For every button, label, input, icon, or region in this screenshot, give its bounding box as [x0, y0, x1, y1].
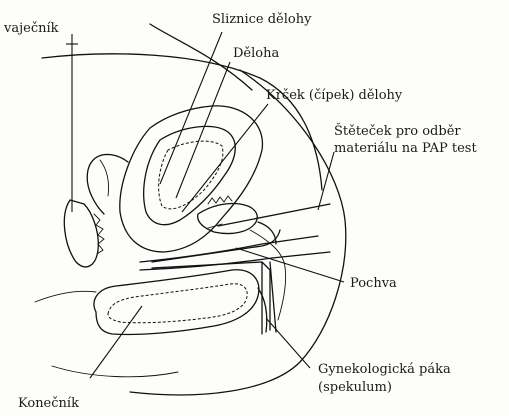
leader-speculum	[266, 318, 310, 368]
bottom-contour	[52, 366, 178, 377]
label-uterus: Děloha	[233, 46, 279, 61]
speculum-handle	[262, 262, 276, 334]
speculum-upper-blade	[152, 230, 280, 262]
label-pap-brush-line2: materiálu na PAP test	[334, 141, 477, 156]
vaginal-wall-upper	[140, 236, 318, 262]
label-pap-brush-line1: Štěteček pro odběr	[334, 124, 461, 139]
label-rectum: Konečník	[18, 396, 79, 411]
uterus-inner-cavity	[144, 126, 236, 224]
label-speculum-line2: (spekulum)	[318, 380, 392, 395]
cervix-shape	[198, 203, 258, 233]
leader-rectum	[90, 306, 142, 378]
rectum-inner	[108, 284, 247, 323]
label-ovary: vaječník	[4, 21, 59, 36]
ovary-ligament	[100, 160, 109, 196]
label-speculum-line1: Gynekologická páka	[318, 362, 451, 377]
endometrium-lining	[159, 141, 223, 209]
lower-body-outline	[35, 291, 96, 302]
label-cervix: Krček (čípek) dělohy	[266, 88, 402, 103]
leader-vagina	[236, 248, 344, 282]
abdominal-wall-outline	[42, 54, 322, 190]
leader-brush	[318, 152, 334, 210]
cervix-texture	[208, 196, 232, 204]
ovary-shape	[64, 200, 98, 267]
leader-cervix	[182, 104, 268, 212]
speculum-lower-blade	[152, 262, 270, 330]
pap-brush	[218, 204, 330, 226]
fimbriae	[94, 214, 104, 254]
rectum-outline	[94, 270, 259, 335]
label-endometrium: Sliznice dělohy	[212, 12, 311, 27]
label-vagina: Pochva	[350, 276, 397, 291]
